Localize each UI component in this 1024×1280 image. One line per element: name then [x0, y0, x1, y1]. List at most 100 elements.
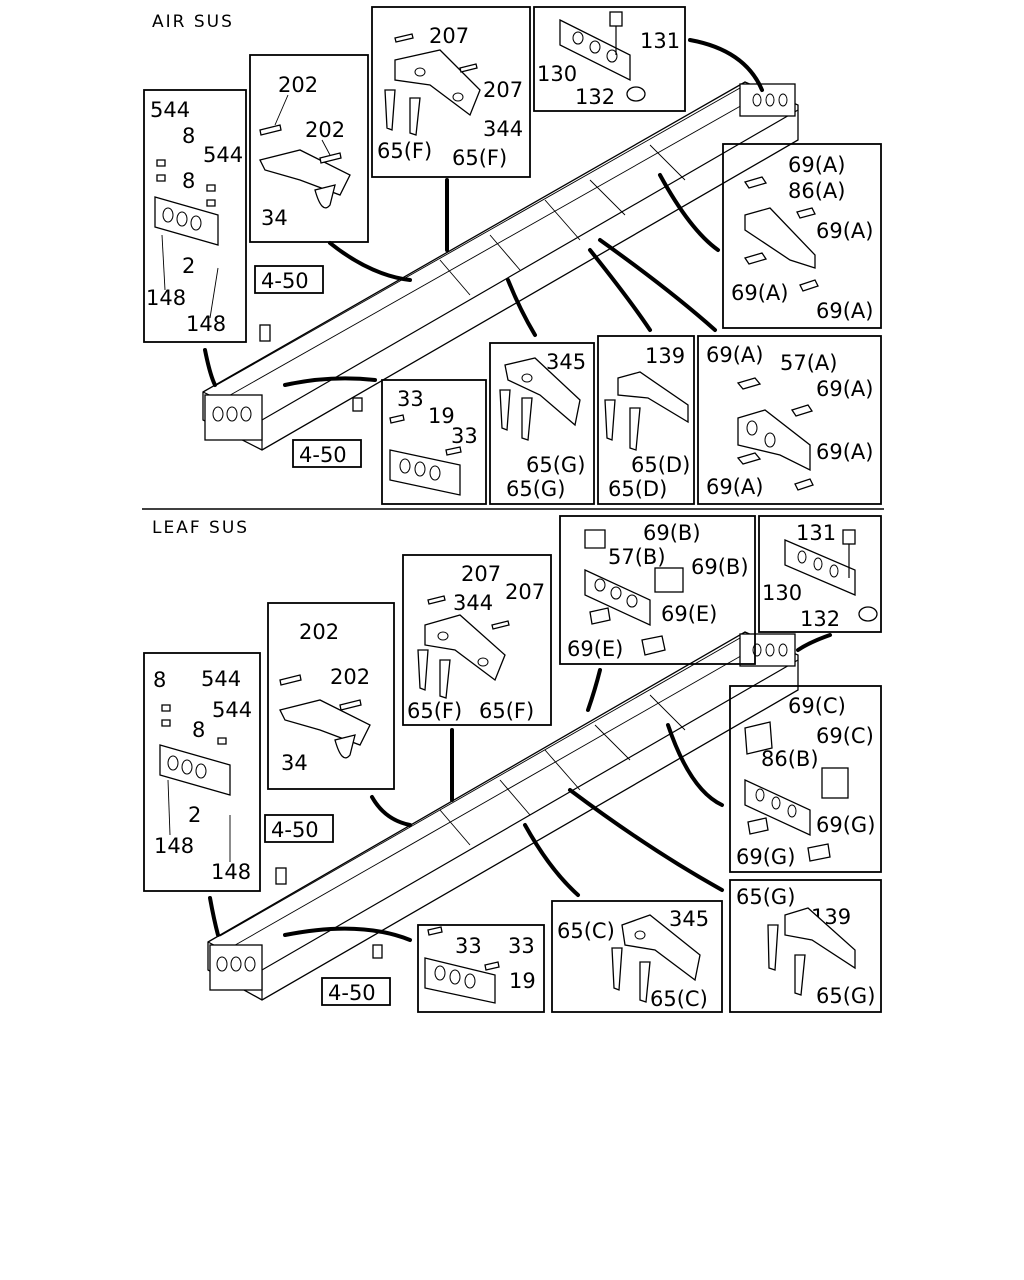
- callout-label: 69(C): [788, 694, 846, 718]
- callout-label: 33: [455, 934, 482, 958]
- group-box-cross-member-front-leaf: 8 544 8 544 2 148 148: [143, 652, 261, 892]
- pointer-air-5: [658, 173, 720, 252]
- leaf-sus-section: LEAF SUS: [143, 515, 882, 1013]
- pointer-air-8: [506, 278, 537, 337]
- callout-label: 65(C): [650, 987, 708, 1011]
- callout-label: 8: [182, 169, 195, 193]
- pointer-air-1: [203, 348, 217, 387]
- callout-label: 65(F): [377, 139, 432, 163]
- callout-label: 33: [451, 424, 478, 448]
- callout-label: 65(F): [479, 699, 534, 723]
- group-box-bracket-86b-leaf: 69(C) 69(C) 86(B) 69(G) 69(G): [729, 685, 882, 873]
- callout-label: 344: [453, 591, 493, 615]
- callout-label: 202: [330, 665, 370, 689]
- pointer-air-9: [283, 376, 377, 387]
- air-sus-section: AIR SUS: [143, 6, 882, 505]
- callout-label: 130: [537, 62, 577, 86]
- callout-label: 345: [546, 350, 586, 374]
- group-box-bracket-131-air: 131 130 132: [533, 6, 686, 112]
- callout-label: 65(G): [816, 984, 875, 1008]
- callout-label: 139: [645, 344, 685, 368]
- callout-label: 202: [278, 73, 318, 97]
- callout-label: 207: [505, 580, 545, 604]
- callout-label: 544: [201, 667, 241, 691]
- group-box-cross-member-34-leaf: 202 202 34: [267, 602, 395, 790]
- callout-label: 344: [483, 117, 523, 141]
- pointer-leaf-9: [283, 926, 412, 942]
- callout-label: 2: [188, 803, 201, 827]
- ref-label[interactable]: 4-50: [261, 269, 309, 293]
- group-box-cross-member-19-leaf: 33 33 19: [417, 924, 545, 1013]
- callout-label: 148: [154, 834, 194, 858]
- callout-label: 69(E): [661, 602, 717, 626]
- pointer-leaf-5: [796, 633, 832, 652]
- callout-label: 86(A): [788, 179, 845, 203]
- callout-label: 86(B): [761, 747, 819, 771]
- callout-label: 69(G): [736, 845, 795, 869]
- callout-label: 69(A): [816, 299, 873, 323]
- ref-label[interactable]: 4-50: [328, 981, 376, 1005]
- ref-box-lower-leaf: 4-50: [321, 944, 391, 1006]
- pointer-leaf-4: [586, 668, 602, 712]
- group-box-bracket-57a-air: 69(A) 57(A) 69(A) 69(A) 69(A): [697, 335, 882, 505]
- ref-box-upper-air: 4-50: [254, 265, 324, 342]
- group-box-cross-member-139-leaf: 65(G) 139 65(G): [729, 879, 882, 1013]
- callout-label: 65(D): [608, 477, 667, 501]
- callout-label: 65(F): [407, 699, 462, 723]
- callout-label: 34: [261, 206, 288, 230]
- callout-label: 65(C): [557, 919, 615, 943]
- pointer-leaf-6: [666, 723, 724, 807]
- callout-label: 65(G): [526, 453, 585, 477]
- callout-label: 2: [182, 254, 195, 278]
- callout-label: 148: [186, 312, 226, 336]
- pointer-leaf-8: [523, 823, 580, 897]
- group-box-bracket-131-leaf: 131 130 132: [758, 515, 882, 633]
- ref-label[interactable]: 4-50: [299, 443, 347, 467]
- callout-label: 544: [150, 98, 190, 122]
- callout-label: 69(B): [691, 555, 749, 579]
- group-box-bracket-86a-air: 69(A) 86(A) 69(A) 69(A) 69(A): [722, 143, 882, 329]
- callout-label: 131: [640, 29, 680, 53]
- callout-label: 33: [397, 387, 424, 411]
- group-box-cross-member-345-air: 345 65(G) 65(G): [489, 342, 595, 505]
- callout-label: 57(A): [780, 351, 837, 375]
- callout-label: 57(B): [608, 545, 666, 569]
- group-box-cross-member-front-air: 544 8 544 8 2 148 148: [143, 89, 247, 343]
- pointer-air-2: [328, 241, 412, 282]
- callout-label: 65(G): [506, 477, 565, 501]
- callout-label: 207: [483, 78, 523, 102]
- callout-label: 132: [575, 85, 615, 109]
- section-title-leaf: LEAF SUS: [152, 518, 249, 538]
- callout-label: 65(G): [736, 885, 795, 909]
- group-box-cross-member-345-leaf: 65(C) 345 65(C): [551, 900, 723, 1013]
- pointer-air-6: [588, 248, 652, 332]
- frame-rail-leaf: [207, 631, 799, 1001]
- frame-rail-air: [202, 81, 799, 451]
- callout-label: 19: [428, 404, 455, 428]
- callout-label: 207: [429, 24, 469, 48]
- pointer-leaf-2: [370, 795, 412, 827]
- callout-label: 19: [509, 969, 536, 993]
- callout-label: 132: [800, 607, 840, 631]
- ref-label[interactable]: 4-50: [271, 818, 319, 842]
- callout-label: 544: [212, 698, 252, 722]
- pointer-leaf-1: [208, 896, 220, 937]
- callout-label: 202: [305, 118, 345, 142]
- callout-label: 345: [669, 907, 709, 931]
- callout-label: 130: [762, 581, 802, 605]
- group-box-bracket-57b-leaf: 69(B) 57(B) 69(B) 69(E) 69(E): [559, 515, 756, 665]
- group-box-cross-member-344-leaf: 207 344 207 65(F) 65(F): [402, 554, 552, 726]
- callout-label: 8: [192, 718, 205, 742]
- ref-box-upper-leaf: 4-50: [264, 814, 334, 885]
- callout-label: 69(C): [816, 724, 874, 748]
- callout-label: 34: [281, 751, 308, 775]
- callout-label: 69(G): [816, 813, 875, 837]
- group-box-cross-member-19-air: 33 19 33: [381, 379, 487, 505]
- pointer-air-7: [598, 238, 717, 332]
- callout-label: 69(A): [816, 219, 873, 243]
- callout-label: 8: [182, 124, 195, 148]
- pointer-air-4: [688, 38, 764, 92]
- callout-label: 8: [153, 668, 166, 692]
- callout-label: 69(A): [788, 153, 845, 177]
- callout-label: 148: [211, 860, 251, 884]
